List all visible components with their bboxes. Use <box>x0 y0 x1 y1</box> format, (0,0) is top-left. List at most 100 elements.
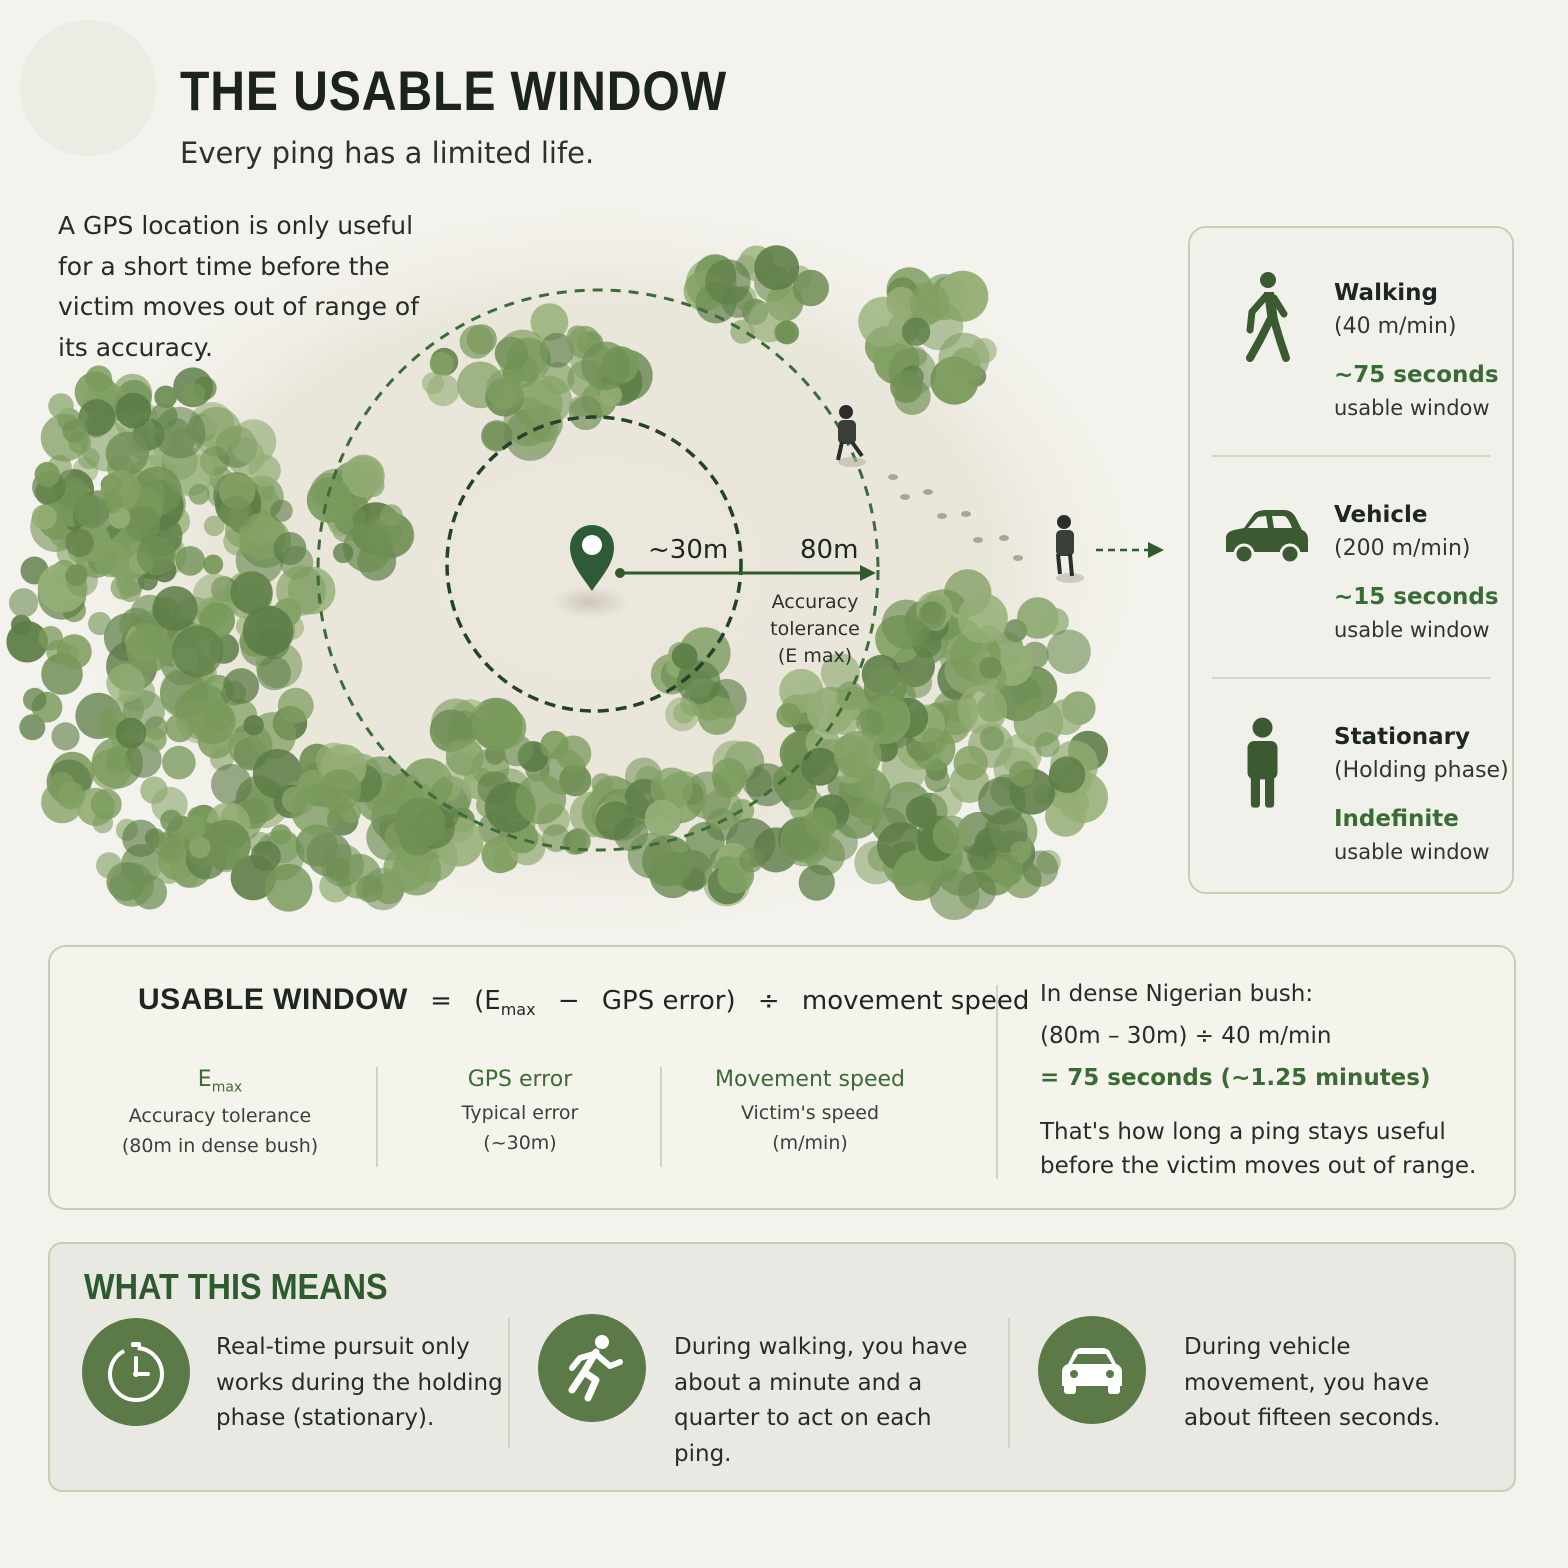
tree <box>122 819 160 857</box>
meaning-item-text: During vehicle movement, you have about … <box>1184 1334 1441 1431</box>
tree <box>530 303 569 341</box>
tree <box>211 763 252 805</box>
tree <box>834 730 882 779</box>
tree <box>226 827 248 848</box>
tree <box>270 824 292 845</box>
tree <box>190 699 236 745</box>
tree <box>159 670 209 719</box>
tree <box>1010 840 1032 863</box>
walking-person-icon <box>1246 272 1290 362</box>
meaning-item-text: Real-time pursuit only works during the … <box>216 1334 503 1431</box>
tree <box>219 495 252 529</box>
tree <box>140 776 168 804</box>
outer-accuracy-circle <box>316 288 880 852</box>
tree <box>243 715 264 736</box>
victim-figure-1 <box>836 405 866 467</box>
tree <box>383 845 430 892</box>
tree <box>137 570 158 591</box>
tree <box>157 836 185 864</box>
formula-speed: movement speed <box>801 986 1030 1016</box>
tree <box>56 634 92 670</box>
tree <box>40 413 89 462</box>
meaning-divider <box>1008 1318 1010 1448</box>
tree <box>671 643 698 670</box>
tree <box>856 708 885 737</box>
tree <box>48 393 74 419</box>
inner-radius-label: ~30m <box>648 535 728 565</box>
formula-term-gps: GPS error Typical error(~30m) <box>410 1067 630 1158</box>
tree <box>901 317 931 346</box>
tree <box>23 687 47 712</box>
tree <box>738 848 764 873</box>
term-head: GPS error <box>467 1067 573 1092</box>
tree <box>78 399 116 436</box>
example-note: before the victim moves out of range. <box>1040 1153 1477 1179</box>
formula-equals: = <box>430 986 452 1016</box>
location-pin-icon <box>570 525 614 591</box>
meaning-panel: WHAT THIS MEANS Real-time pursuit only w… <box>48 1242 1516 1492</box>
tree <box>230 571 273 614</box>
tree <box>154 385 178 409</box>
tree <box>920 728 947 754</box>
tree <box>957 593 1008 644</box>
tree <box>705 259 751 305</box>
tree <box>905 796 937 828</box>
example-result: = 75 seconds (~1.25 minutes) <box>1040 1065 1431 1091</box>
tree <box>515 773 567 825</box>
tree <box>115 717 147 749</box>
tree <box>171 625 224 678</box>
tree <box>152 586 198 631</box>
tree <box>581 341 630 390</box>
tree <box>971 337 997 364</box>
mode-window: ~15 seconds <box>1334 584 1499 610</box>
tree <box>979 726 1005 751</box>
term-desc: Accuracy tolerance <box>128 1105 312 1128</box>
mode-speed: (40 m/min) <box>1334 314 1457 339</box>
term-head: Movement speed <box>715 1067 905 1092</box>
tree <box>189 836 211 859</box>
mode-window-label: usable window <box>1334 618 1490 642</box>
footprints <box>888 474 1023 561</box>
tree <box>1047 699 1084 735</box>
formula-minus: − <box>557 986 580 1016</box>
term-desc: (m/min) <box>772 1132 848 1154</box>
tree <box>75 495 109 529</box>
tree <box>34 461 60 488</box>
tree <box>142 630 169 656</box>
formula-divide: ÷ <box>757 986 780 1016</box>
term-desc: Victim's speed <box>740 1102 880 1124</box>
tree <box>90 749 132 791</box>
tree <box>650 767 693 810</box>
tree <box>568 396 603 431</box>
tree <box>160 809 183 832</box>
tolerance-label-line2: tolerance <box>770 618 860 640</box>
tree <box>165 713 194 743</box>
tree <box>394 797 446 849</box>
tree <box>115 392 152 429</box>
formula-gps: GPS error) <box>601 986 736 1016</box>
tree <box>957 684 1008 735</box>
tree <box>920 602 943 624</box>
tree <box>277 687 314 724</box>
car-icon <box>1226 510 1308 565</box>
tree <box>929 870 980 920</box>
tree <box>539 332 575 368</box>
term-divider <box>376 1067 378 1167</box>
example-calc: (80m – 30m) ÷ 40 m/min <box>1040 1023 1332 1049</box>
tree <box>153 406 206 459</box>
tree <box>979 656 1002 679</box>
tree <box>56 780 86 810</box>
example-note: That's how long a ping stays useful <box>1040 1119 1446 1145</box>
tree <box>711 758 747 794</box>
tree <box>365 511 413 559</box>
mode-walking: Walking (40 m/min) ~75 seconds usable wi… <box>1190 228 1512 450</box>
victim-figure-2 <box>1056 515 1084 583</box>
tree <box>142 727 167 752</box>
example-context: In dense Nigerian bush: <box>1040 981 1314 1007</box>
tree <box>886 286 917 318</box>
term-desc: Typical error <box>461 1102 579 1124</box>
tree <box>11 614 32 635</box>
tree <box>890 370 923 403</box>
meaning-title: WHAT THIS MEANS <box>84 1266 388 1307</box>
tree <box>380 504 403 527</box>
